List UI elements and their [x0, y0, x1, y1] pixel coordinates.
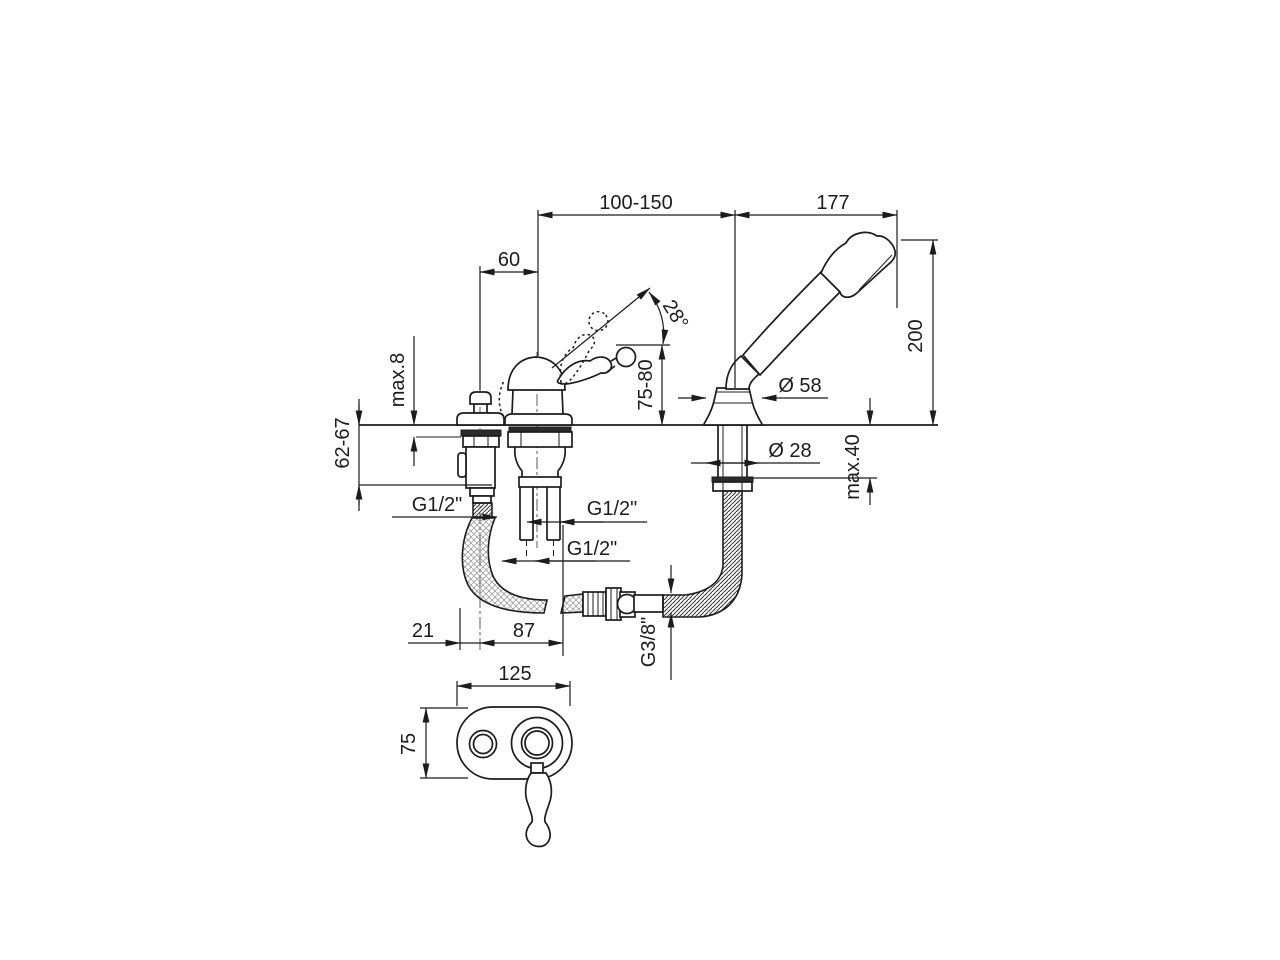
dim-thread-g38: G3/8"	[638, 565, 675, 680]
dim-deck-max-top: max.8	[387, 336, 418, 466]
plate-view	[456, 706, 573, 848]
escutcheon-plate	[456, 706, 573, 780]
mixer-body	[498, 310, 637, 558]
handle-base-inner	[524, 730, 550, 756]
dim-label: 62-67	[332, 417, 354, 468]
mounting-deck	[359, 424, 938, 438]
dim-span-body-to-shower: 100-150	[537, 192, 736, 388]
dim-thread-g12-inlet: G1/2"	[526, 498, 647, 526]
dim-plate-width: 125	[456, 663, 571, 706]
dim-offsets: 21 87	[408, 525, 564, 656]
corrugated-hose	[662, 490, 743, 618]
dim-label: 60	[498, 249, 520, 271]
dim-label: max.40	[842, 434, 864, 500]
dim-label: 177	[816, 192, 849, 214]
dimensions: 100-150 177 60 max.8 62-67	[332, 192, 938, 779]
mixer-lever	[556, 346, 637, 385]
dim-thread-g12-left: G1/2"	[392, 494, 498, 521]
dim-label: 75-80	[635, 359, 657, 410]
dim-under-deck: 62-67	[332, 399, 492, 511]
dim-thread-g12-outlet: G1/2"	[501, 538, 630, 565]
handle-base-mid	[520, 726, 554, 760]
hoses	[461, 490, 743, 621]
mixer-lever-phantom	[559, 310, 609, 386]
shower-holder	[703, 387, 763, 492]
dim-label: 125	[498, 663, 531, 685]
dim-label: 200	[905, 319, 927, 352]
dim-label: 21	[412, 620, 434, 642]
lever-handle	[524, 772, 553, 848]
elevation-view	[359, 231, 938, 650]
dim-label: max.8	[387, 353, 409, 407]
dim-label: G1/2"	[587, 498, 637, 520]
diverter-button-outer	[468, 729, 498, 759]
hose-sleeve	[633, 594, 664, 613]
dim-label: 100-150	[599, 192, 672, 214]
dim-label: G3/8"	[638, 617, 660, 667]
dim-deck-max-bottom: max.40	[753, 398, 877, 505]
dim-label: Ø 58	[778, 375, 821, 397]
dim-holder-diameter: Ø 58	[678, 375, 828, 402]
dim-shank-diameter: Ø 28	[691, 440, 820, 467]
diverter-unit	[456, 391, 505, 518]
lever-neck	[530, 762, 544, 774]
dim-label: G1/2"	[567, 538, 617, 560]
dim-label: G1/2"	[412, 494, 462, 516]
dim-label: 87	[513, 620, 535, 642]
dim-span-shower-reach: 177	[734, 192, 898, 308]
dim-lever-height: 75-80	[616, 344, 670, 426]
hand-shower	[725, 231, 897, 390]
diverter-button-inner	[472, 733, 494, 755]
braided-hose-stub	[559, 593, 584, 614]
braided-hose	[461, 517, 549, 614]
spray-face-line	[858, 254, 893, 291]
dim-shower-height: 200	[901, 239, 938, 426]
dim-span-knob: 60	[479, 249, 539, 390]
dim-label: Ø 28	[768, 440, 811, 462]
dim-plate-height: 75	[398, 707, 468, 779]
dim-label: 75	[398, 733, 420, 755]
